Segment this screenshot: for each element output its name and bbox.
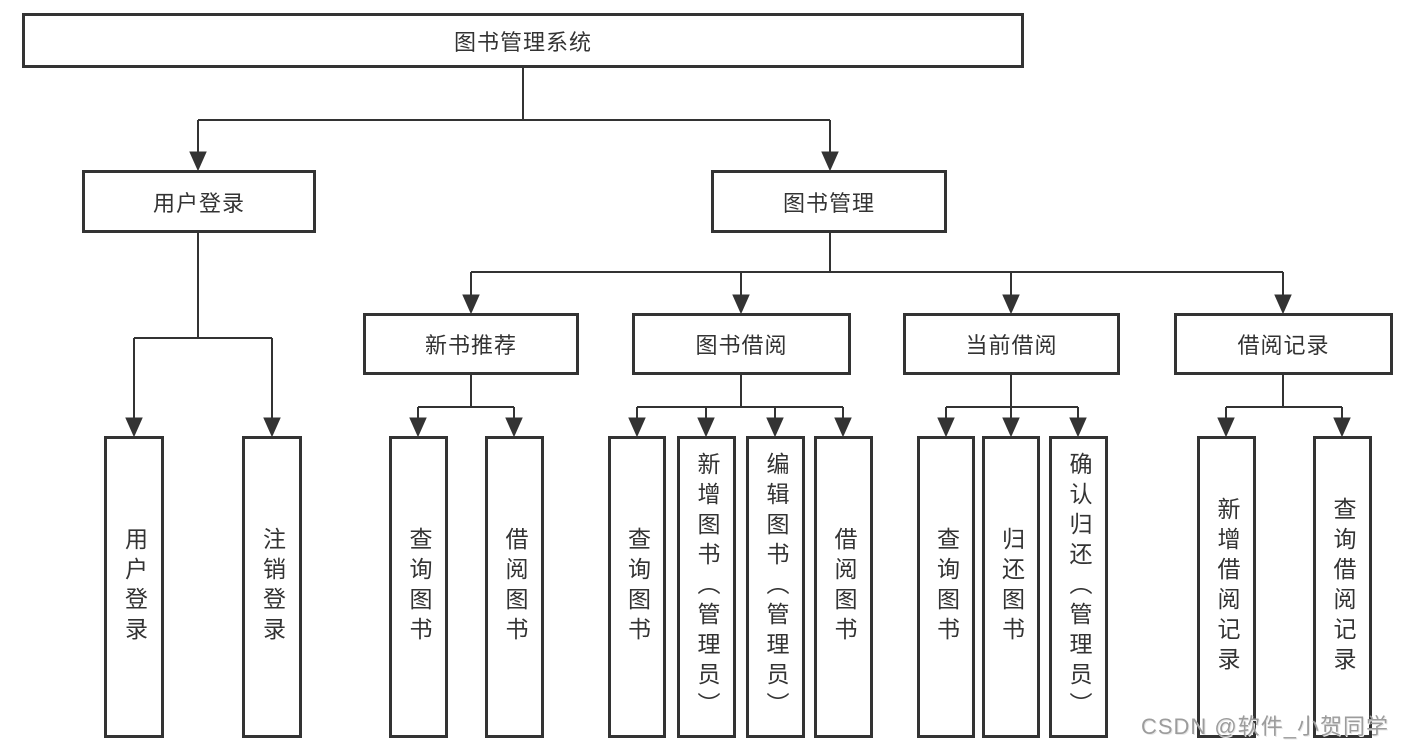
connector-user-login (125, 233, 281, 438)
leaf-logout-login: 注销登录 (242, 436, 302, 738)
node-user-login: 用户登录 (82, 170, 316, 233)
leaf-user-login: 用户登录 (104, 436, 164, 738)
leaf-borrow-books: 借阅图书 (814, 436, 873, 738)
leaf-add-borrow-record: 新增借阅记录 (1197, 436, 1256, 738)
node-book-borrow: 图书借阅 (632, 313, 851, 375)
leaf-return-books: 归还图书 (982, 436, 1040, 738)
node-borrow-records: 借阅记录 (1174, 313, 1393, 375)
node-book-management-system: 图书管理系统 (22, 13, 1024, 68)
connector-book-borrow (628, 375, 852, 438)
leaf-query-books-current: 查询图书 (917, 436, 975, 738)
leaf-query-books-borrow: 查询图书 (608, 436, 666, 738)
leaf-edit-book-admin: 编辑图书（管理员） (746, 436, 805, 738)
leaf-query-borrow-record: 查询借阅记录 (1313, 436, 1372, 738)
connector-new-book-recommend (409, 375, 523, 438)
leaf-borrow-books-recommend: 借阅图书 (485, 436, 544, 738)
connector-borrow-records (1217, 375, 1351, 438)
node-new-book-recommend: 新书推荐 (363, 313, 579, 375)
connector-root (189, 68, 839, 172)
connector-book-management (462, 233, 1292, 315)
node-book-management: 图书管理 (711, 170, 947, 233)
watermark: CSDN @软件_小贺同学 (1140, 714, 1389, 739)
leaf-add-book-admin: 新增图书（管理员） (677, 436, 736, 738)
leaf-query-books-recommend: 查询图书 (389, 436, 448, 738)
node-current-borrow: 当前借阅 (903, 313, 1120, 375)
connector-current-borrow (937, 375, 1087, 438)
leaf-confirm-return-admin: 确认归还（管理员） (1049, 436, 1108, 738)
